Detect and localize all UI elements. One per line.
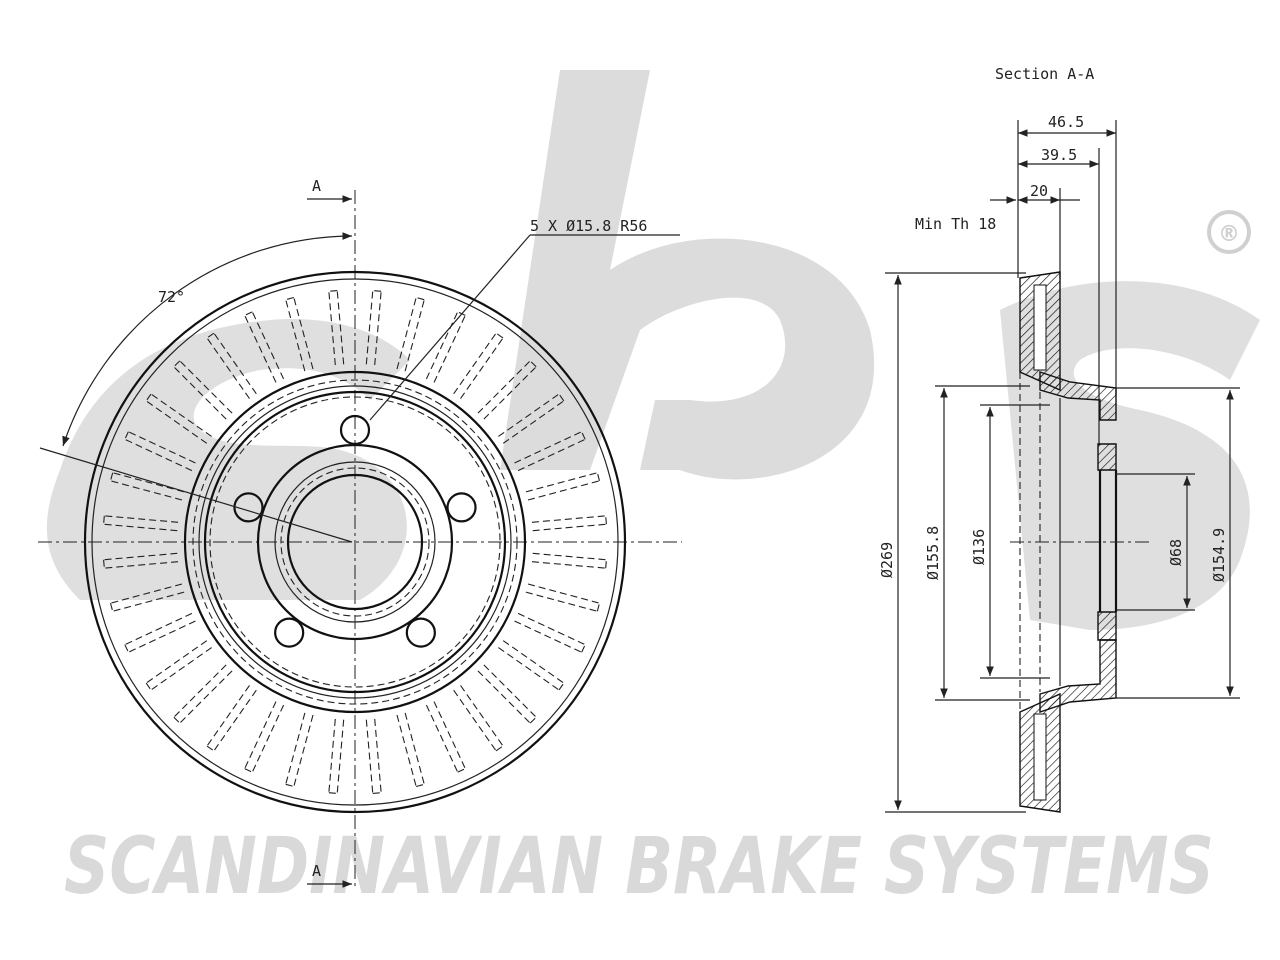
vane: [365, 718, 382, 794]
vane: [425, 701, 466, 773]
vane: [396, 712, 425, 788]
vane: [498, 640, 565, 691]
vane: [109, 472, 185, 501]
diameter-154-9: Ø154.9: [1116, 387, 1240, 699]
svg-text:72°: 72°: [158, 288, 185, 306]
registered-mark: ®: [1207, 210, 1251, 254]
vane: [477, 360, 537, 420]
diameter-68: Ø68: [1116, 473, 1195, 611]
vane: [525, 472, 601, 501]
bolt-pattern-callout: 5 X Ø15.8 R56: [369, 217, 680, 421]
diameter-136: Ø136: [970, 404, 1050, 679]
dimension-20: 20: [1017, 182, 1080, 204]
vane: [396, 296, 425, 372]
vane: [206, 685, 257, 752]
section-marker-top: A: [307, 177, 352, 203]
dimension-46-5: 46.5: [1017, 113, 1116, 137]
min-thickness-label: Min Th 18: [915, 196, 1016, 233]
vane: [365, 290, 382, 366]
svg-text:5 X Ø15.8 R56: 5 X Ø15.8 R56: [530, 217, 647, 235]
vane: [109, 583, 185, 612]
vane: [124, 612, 196, 653]
vane: [285, 712, 314, 788]
vane: [328, 718, 345, 794]
diameter-155-8: Ø155.8: [924, 385, 1030, 701]
vane: [498, 393, 565, 444]
vane: [103, 552, 179, 569]
vane: [531, 515, 607, 532]
svg-text:Min Th 18: Min Th 18: [915, 215, 996, 233]
section-title: Section A-A: [995, 65, 1094, 83]
svg-text:Ø68: Ø68: [1167, 539, 1185, 566]
diameter-269: Ø269: [878, 272, 1026, 813]
svg-text:A: A: [312, 862, 321, 880]
disc-section-view: Section A-A 46.5 39.5 20 Min Th 18: [878, 65, 1240, 813]
center-bore: [286, 473, 424, 611]
svg-text:46.5: 46.5: [1048, 113, 1084, 131]
bolt-hole: [405, 617, 436, 648]
vane: [244, 701, 285, 773]
svg-text:20: 20: [1030, 182, 1048, 200]
svg-text:Ø154.9: Ø154.9: [1210, 528, 1228, 582]
svg-text:Ø136: Ø136: [970, 529, 988, 565]
watermark-text: SCANDINAVIAN BRAKE SYSTEMS: [64, 822, 1214, 912]
vane: [514, 431, 586, 472]
disc-outer-edge: [83, 270, 627, 814]
bolt-hole: [446, 492, 477, 523]
vane: [173, 664, 233, 724]
bolt-hole: [233, 492, 264, 523]
svg-text:®: ®: [1218, 222, 1240, 247]
svg-text:Ø269: Ø269: [878, 542, 896, 578]
sbs-logo-watermark: [46, 70, 1260, 630]
vane: [145, 640, 212, 691]
angle-dimension: 72°: [39, 232, 353, 543]
hat-outer-edge: [203, 390, 507, 694]
svg-text:A: A: [312, 177, 321, 195]
vane: [514, 612, 586, 653]
vane: [103, 515, 179, 532]
disc-front-view: A A 72° 5 X Ø15.8 R56: [38, 177, 682, 890]
vane: [453, 332, 504, 399]
friction-ring-inner-edge: [183, 370, 527, 714]
vane: [477, 664, 537, 724]
svg-text:Ø155.8: Ø155.8: [924, 526, 942, 580]
bolt-hole: [274, 617, 305, 648]
svg-text:39.5: 39.5: [1041, 146, 1077, 164]
dimension-39-5: 39.5: [1017, 146, 1099, 168]
vane: [531, 552, 607, 569]
section-marker-bottom: A: [307, 862, 352, 888]
vane: [525, 583, 601, 612]
vane: [453, 685, 504, 752]
